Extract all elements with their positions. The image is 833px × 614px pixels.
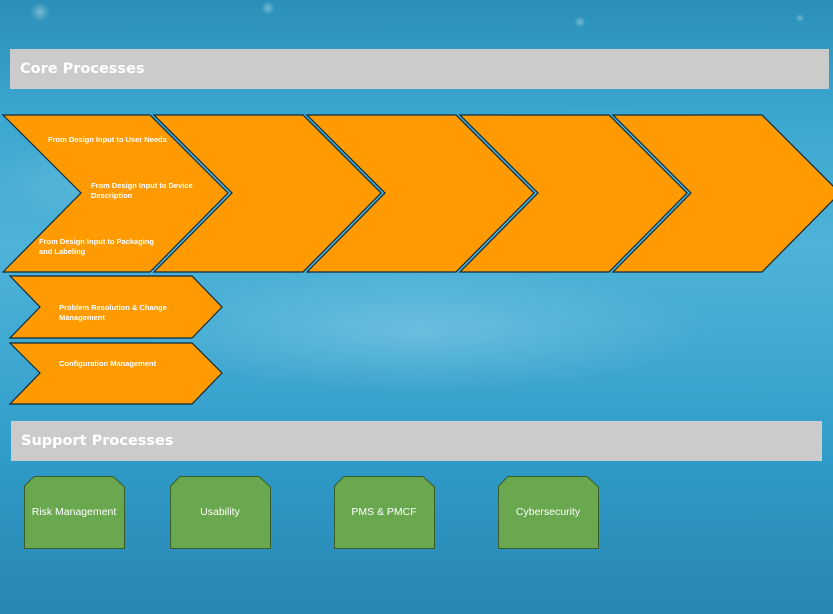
support-box-pms-pmcf: PMS & PMCF: [334, 476, 435, 549]
chevron-label-configuration-management: Configuration Management: [59, 359, 157, 368]
chevron-stage-4: [458, 114, 688, 273]
chevron-stage-5: [611, 114, 833, 273]
chevron-stage-1: [1, 114, 229, 273]
chevron-label-packaging-labeling: From Design Input to Packaging and Label…: [39, 237, 155, 256]
support-processes-title: Support Processes: [21, 433, 174, 449]
chevron-label-user-needs: From Design Input to User Needs: [48, 135, 167, 144]
chevron-problem-resolution: [8, 275, 223, 339]
support-item-label: PMS & PMCF: [351, 505, 417, 518]
chevron-label-problem-resolution: Problem Resolution & Change Management: [59, 303, 167, 322]
support-box-usability: Usability: [170, 476, 271, 549]
core-processes-header: Core Processes: [10, 49, 829, 89]
chevron-configuration-management: [8, 342, 223, 405]
chevron-stage-2: [152, 114, 382, 273]
chevron-label-device-description: From Design Input to Device Description: [91, 181, 193, 200]
support-item-label: Risk Management: [31, 505, 117, 518]
support-item-label: Cybersecurity: [515, 505, 581, 518]
support-processes-header: Support Processes: [11, 421, 822, 461]
support-item-label: Usability: [200, 505, 240, 518]
support-box-cybersecurity: Cybersecurity: [498, 476, 599, 549]
support-box-risk-management: Risk Management: [24, 476, 125, 549]
chevron-stage-3: [305, 114, 535, 273]
core-processes-title: Core Processes: [20, 61, 145, 77]
